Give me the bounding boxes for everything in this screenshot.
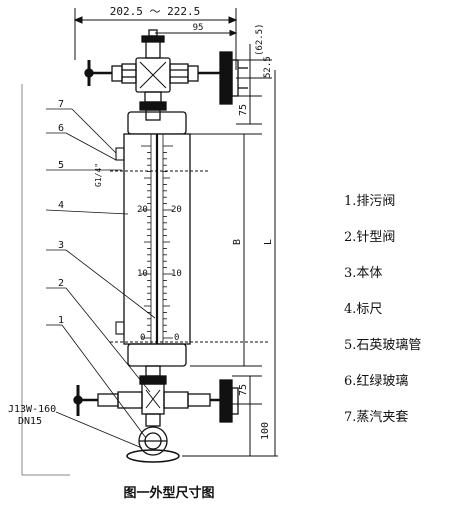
- callout-2: 2: [58, 278, 64, 289]
- legend-item: 2.针型阀: [344, 230, 396, 245]
- thread-label: G1/4": [94, 163, 103, 187]
- callout-5: 5: [58, 160, 64, 171]
- flange-label-dn: DN15: [18, 416, 42, 427]
- callout-4: 4: [58, 200, 64, 211]
- scale-right-0: 0: [174, 333, 179, 343]
- scale-left-0: 0: [140, 333, 145, 343]
- dim-52-5: 52.5: [263, 56, 273, 78]
- dim-75-top: 75: [238, 104, 249, 116]
- top-width-dimension: 202.5 ～ 222.5: [110, 5, 200, 18]
- legend-item: 1.排污阀: [344, 194, 396, 209]
- figure-caption: 图一外型尺寸图: [123, 486, 215, 501]
- dim-95: [155, 29, 238, 37]
- dim-100: 100: [260, 422, 271, 440]
- dim-95-label: 95: [193, 23, 204, 33]
- top-valve-assembly: [84, 29, 248, 121]
- flange-label-model: J13W-160: [8, 404, 56, 415]
- bottom-valve-assembly: [73, 365, 239, 463]
- callout-1: 1: [58, 315, 64, 326]
- scale-right-10: 10: [171, 269, 182, 279]
- scale-left-10: 10: [137, 269, 148, 279]
- scale-right-20: 20: [171, 205, 182, 215]
- dim-62-5: (62.5): [255, 23, 265, 56]
- gauge-body: [123, 111, 191, 367]
- legend-item: 3.本体: [344, 266, 383, 281]
- callout-7: 7: [58, 99, 64, 110]
- steam-jacket-port: [115, 147, 125, 335]
- dim-b: B: [232, 239, 243, 245]
- level-lines: [110, 170, 270, 343]
- callout-3: 3: [58, 240, 64, 251]
- dim-75-bottom: 75: [238, 384, 249, 396]
- legend-item: 5.石英玻璃管: [344, 338, 422, 353]
- legend-item: 6.红绿玻璃: [344, 374, 409, 389]
- right-dimension-lines: [182, 44, 278, 457]
- callout-leaders: [21, 84, 156, 476]
- legend-item: 7.蒸汽夹套: [344, 410, 409, 425]
- legend-item: 4.标尺: [344, 302, 383, 317]
- dim-l: L: [263, 239, 274, 245]
- scale-ticks: [141, 145, 173, 339]
- parts-legend: 1.排污阀 2.针型阀 3.本体 4.标尺 5.石英玻璃管 6.红绿玻璃 7.蒸…: [344, 190, 453, 442]
- callout-6: 6: [58, 123, 64, 134]
- scale-left-20: 20: [137, 205, 148, 215]
